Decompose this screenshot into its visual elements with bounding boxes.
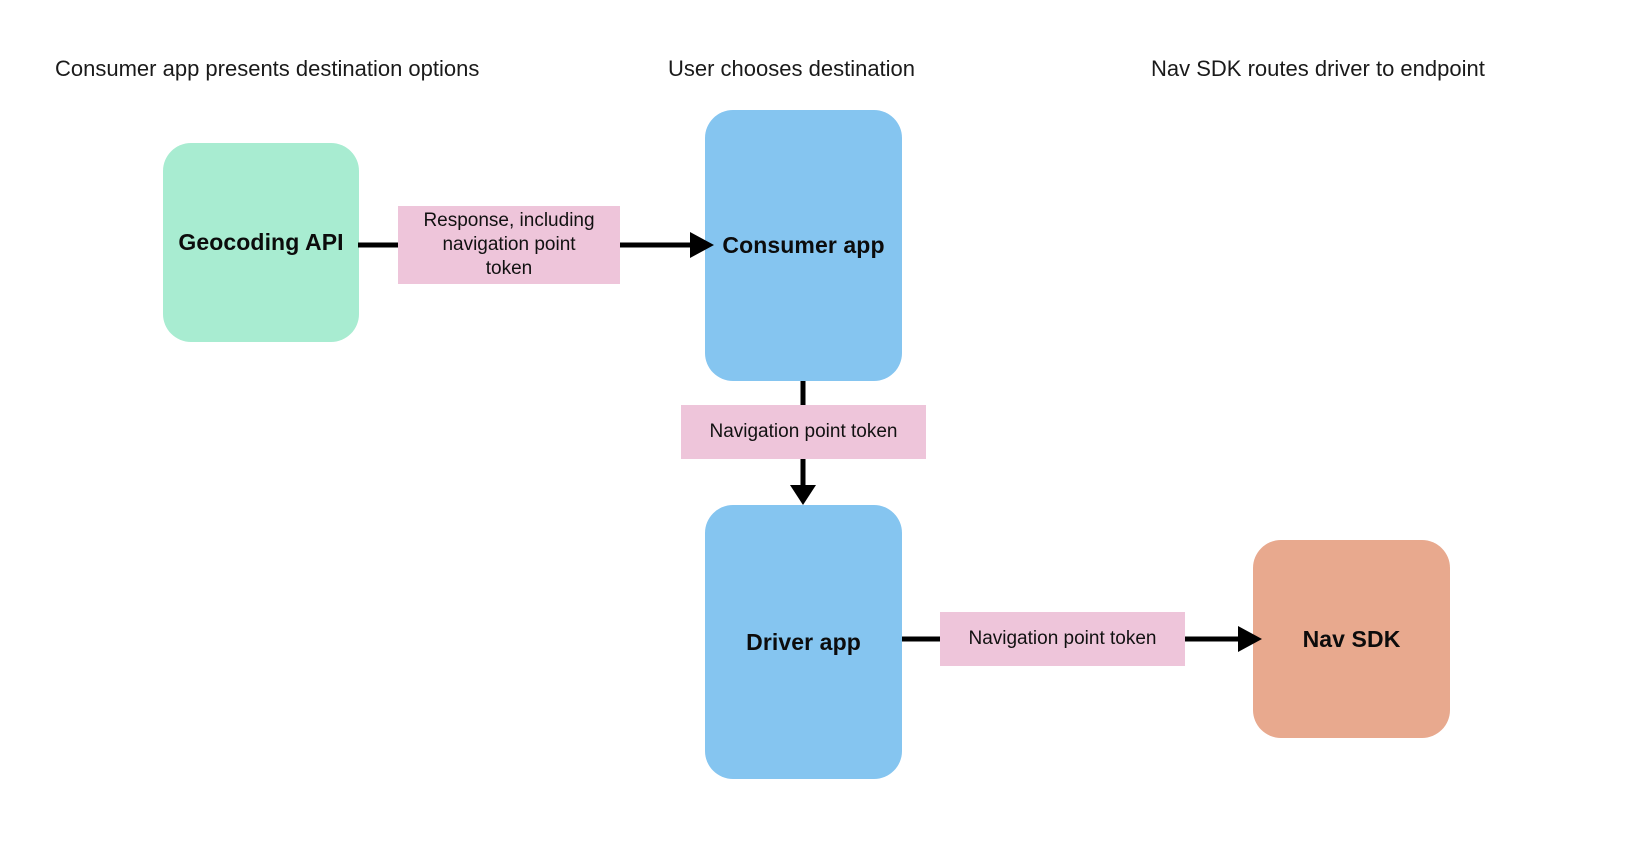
edge-label-geocoding-to-consumer: Response, including navigation point tok… (398, 206, 620, 284)
connector-label-to-nav-sdk (1185, 626, 1262, 652)
column-header-user: User chooses destination (668, 56, 916, 81)
edge-label-driver-to-nav-sdk: Navigation point token (940, 612, 1185, 666)
node-consumer-app-label: Consumer app (722, 232, 885, 258)
node-geocoding-api-label: Geocoding API (178, 229, 344, 255)
node-nav-sdk[interactable]: Nav SDK (1253, 540, 1450, 738)
connector-label-to-consumer-app (620, 232, 714, 258)
node-driver-app[interactable]: Driver app (705, 505, 902, 779)
node-driver-app-label: Driver app (746, 628, 861, 655)
edge-label-driver-to-nav-sdk-text: Navigation point token (968, 628, 1157, 649)
column-header-nav-sdk: Nav SDK routes driver to endpoint (1151, 56, 1485, 81)
connector-label-to-driver-app (790, 457, 816, 505)
edge-label-consumer-to-driver-text: Navigation point token (709, 421, 898, 442)
node-nav-sdk-label: Nav SDK (1302, 625, 1401, 652)
edge-label-geocoding-to-consumer-text: Response, including navigation point tok… (423, 210, 595, 279)
column-header-consumer: Consumer app presents destination option… (55, 56, 480, 81)
node-consumer-app[interactable]: Consumer app (705, 110, 902, 381)
node-geocoding-api[interactable]: Geocoding API (163, 143, 359, 342)
edge-label-consumer-to-driver: Navigation point token (681, 405, 926, 459)
